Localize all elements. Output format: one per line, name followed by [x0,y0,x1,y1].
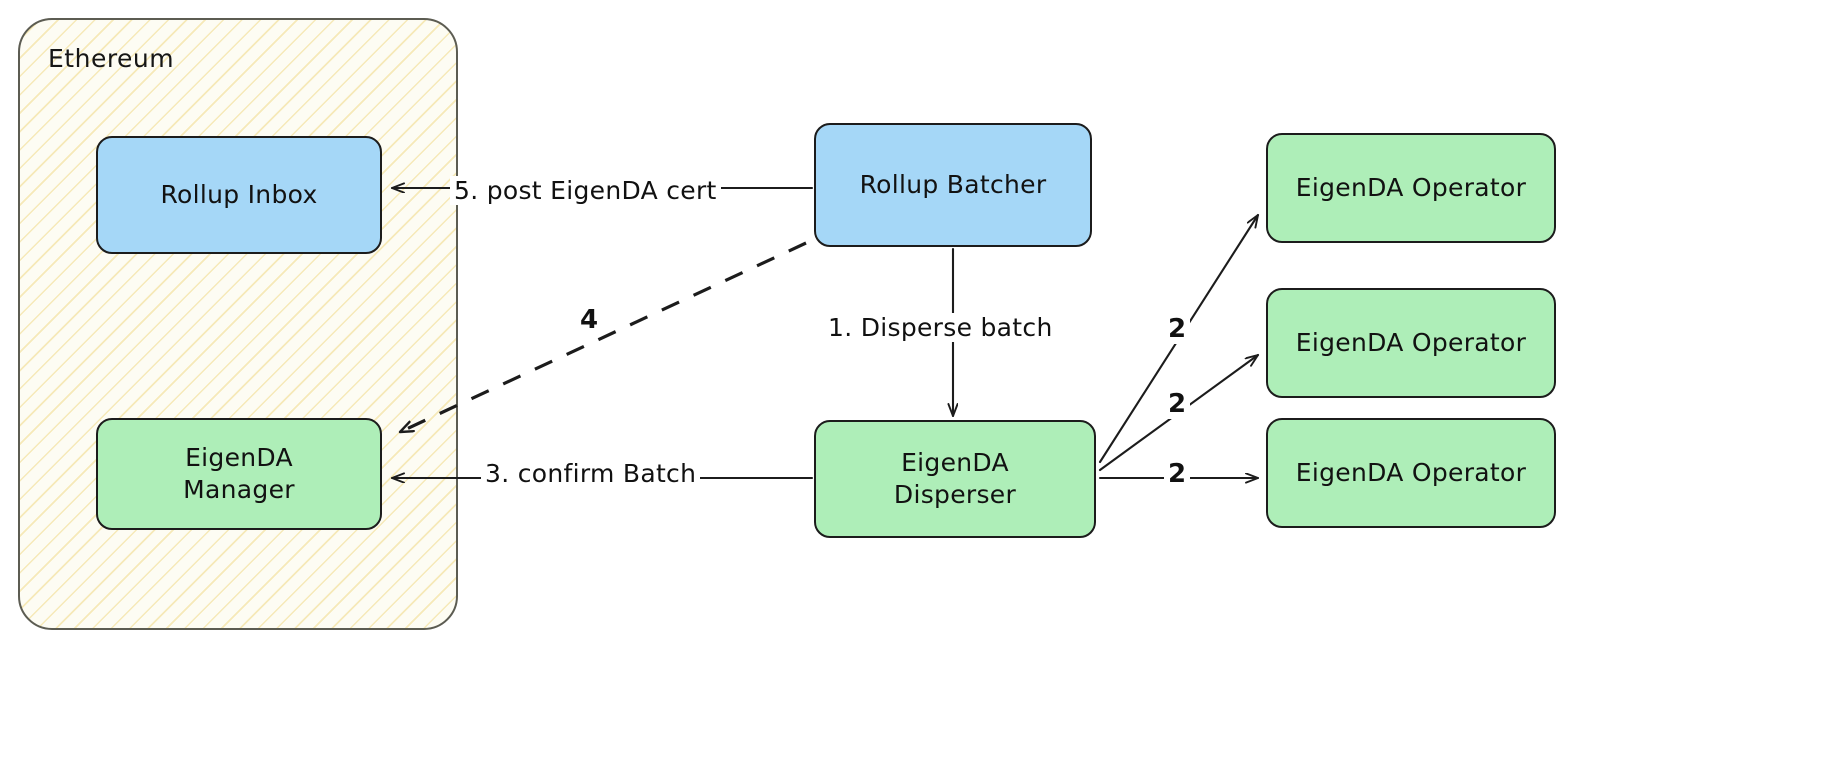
edge-label-store-2: 2 [1164,389,1191,419]
node-eigenda-operator-3[interactable]: EigenDA Operator [1266,418,1556,528]
node-rollup-inbox-label: Rollup Inbox [160,180,318,209]
node-eigenda-operator-2-label: EigenDA Operator [1295,328,1527,357]
node-eigenda-operator-2[interactable]: EigenDA Operator [1266,288,1556,398]
node-rollup-inbox[interactable]: Rollup Inbox [96,136,382,254]
ethereum-group-label: Ethereum [48,44,175,73]
node-eigenda-manager[interactable]: EigenDA Manager [96,418,382,530]
ethereum-group-container [18,18,458,630]
node-eigenda-disperser-label: EigenDA Disperser [893,448,1017,509]
node-rollup-batcher-label: Rollup Batcher [859,170,1047,199]
edge-label-post-cert: 5. post EigenDA cert [450,176,721,205]
edge-label-disperse-batch: 1. Disperse batch [824,313,1057,342]
edge-label-confirm-batch: 3. confirm Batch [481,459,701,488]
edge-cert-dashed-line [400,241,807,434]
edge-label-store-1: 2 [1164,314,1191,344]
node-eigenda-operator-1[interactable]: EigenDA Operator [1266,133,1556,243]
node-rollup-batcher[interactable]: Rollup Batcher [814,123,1092,247]
node-eigenda-disperser[interactable]: EigenDA Disperser [814,420,1096,538]
node-eigenda-operator-3-label: EigenDA Operator [1295,458,1527,487]
node-eigenda-manager-label: EigenDA Manager [183,443,295,504]
node-eigenda-operator-1-label: EigenDA Operator [1295,173,1527,202]
edge-label-store-3: 2 [1164,459,1191,489]
edge-label-cert-dashed: 4 [576,305,603,335]
